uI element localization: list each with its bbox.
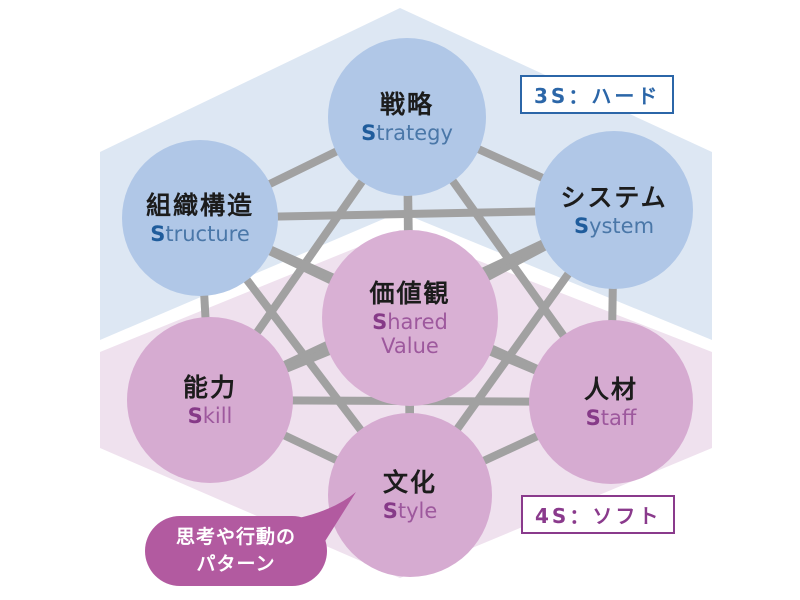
- tag-4s-soft: 4S：ソフト: [521, 495, 676, 534]
- node-structure-en-label: Structure: [150, 222, 250, 247]
- tag-3s-hard: 3S：ハード: [520, 75, 675, 114]
- speech-bubble-line2: パターン: [196, 553, 276, 575]
- node-strategy: 戦略 Strategy: [328, 38, 486, 196]
- node-strategy-en-label: Strategy: [361, 121, 453, 146]
- node-skill-jp-label: 能力: [182, 372, 237, 402]
- node-skill: 能力 Skill: [127, 317, 293, 483]
- node-skill-en-label: Skill: [187, 404, 233, 429]
- node-style-jp-label: 文化: [382, 467, 437, 497]
- node-staff: 人材 Staff: [529, 320, 693, 484]
- node-style-en-label: Style: [382, 499, 438, 524]
- node-shared-value-en-label-line2: Value: [381, 334, 439, 359]
- node-staff-en-label: Staff: [585, 406, 637, 431]
- node-staff-jp-label: 人材: [583, 374, 638, 404]
- node-strategy-jp-label: 戦略: [379, 89, 434, 119]
- node-shared-value: 価値観 Shared Value: [322, 230, 498, 406]
- node-shared-value-en-label-line1: Shared: [372, 310, 448, 335]
- node-structure-jp-label: 組織構造: [145, 190, 254, 220]
- node-shared-value-jp-label: 価値観: [369, 278, 451, 308]
- node-system-en-label: System: [573, 214, 655, 239]
- node-system: システム System: [535, 131, 693, 289]
- speech-bubble-line1: 思考や行動の: [175, 526, 296, 549]
- speech-bubble: 思考や行動の パターン: [145, 516, 327, 586]
- node-structure: 組織構造 Structure: [122, 140, 278, 296]
- node-style: 文化 Style: [328, 413, 492, 577]
- node-system-jp-label: システム: [560, 182, 668, 212]
